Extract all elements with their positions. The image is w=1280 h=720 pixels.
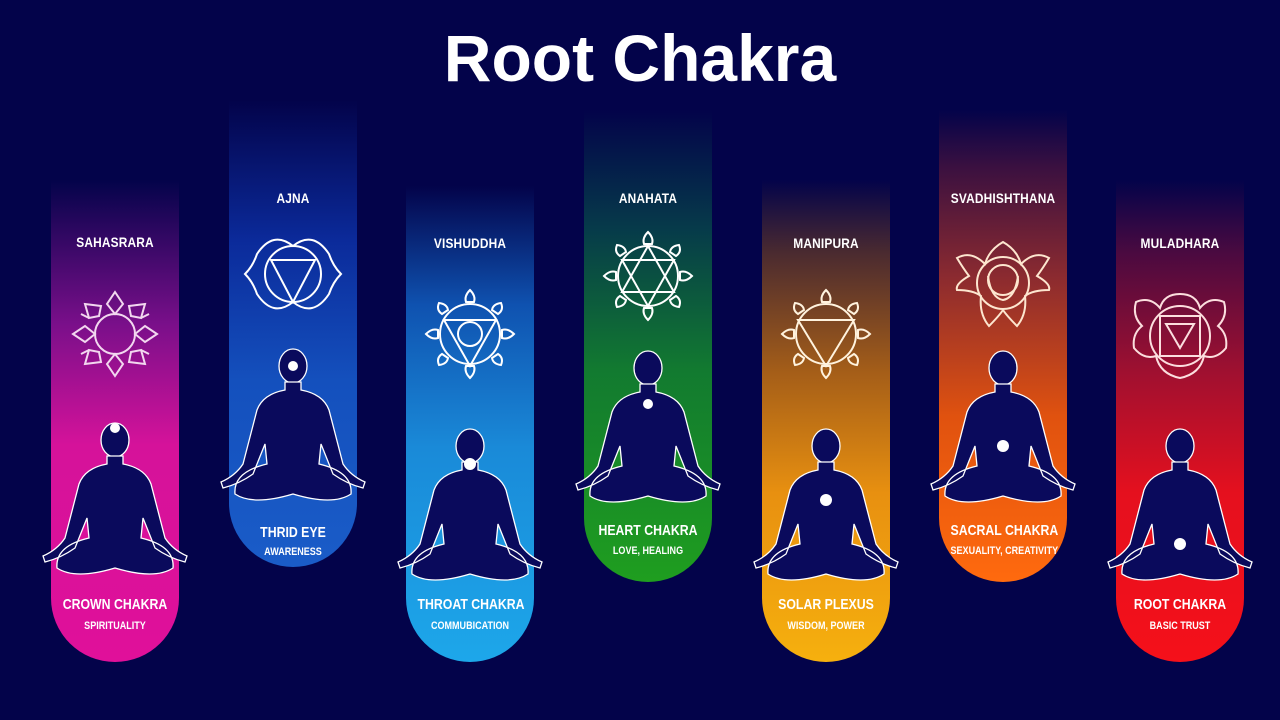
chakra-english-name: SOLAR PLEXUS — [778, 596, 874, 613]
chakra-column-throat: VISHUDDHA THROAT CHAKRA COMMUBICATION — [397, 186, 543, 662]
hexagram-lotus-icon — [602, 230, 694, 322]
chakra-column-crown: SAHASRARA CROWN CHAKRA SPIRITUALITY — [42, 180, 188, 662]
crescent-lotus-icon — [955, 240, 1051, 328]
chakra-column-root: MULADHARA ROOT CHAKRA BASIC TRUST — [1107, 180, 1253, 662]
meditating-figure-icon — [575, 350, 721, 503]
chakra-column-sacral: SVADHISHTHANA SACRAL CHAKRA SEXUALITY, C… — [930, 110, 1076, 582]
page-title: Root Chakra — [443, 21, 837, 95]
chakra-english-name: THROAT CHAKRA — [417, 596, 525, 613]
chakra-meaning: SPIRITUALITY — [84, 620, 146, 632]
meditating-figure-icon — [220, 348, 366, 501]
meditating-figure-icon — [753, 428, 899, 581]
chakra-sanskrit-name: ANAHATA — [618, 190, 678, 206]
chakra-english-name: THRID EYE — [260, 524, 326, 541]
square-lotus-icon — [1132, 292, 1228, 380]
chakra-sanskrit-name: VISHUDDHA — [433, 235, 507, 251]
sixteen-petal-lotus-icon — [424, 288, 516, 380]
meditating-figure-icon — [397, 428, 543, 581]
chakra-meaning: SEXUALITY, CREATIVITY — [950, 545, 1059, 557]
chakra-sanskrit-name: MANIPURA — [793, 235, 859, 251]
chakra-meaning: AWARENESS — [264, 546, 322, 558]
chakra-english-name: ROOT CHAKRA — [1133, 596, 1227, 613]
chakra-meaning: WISDOM, POWER — [787, 620, 865, 632]
ten-petal-lotus-icon — [780, 288, 872, 380]
two-petal-lotus-icon — [243, 238, 343, 310]
chakra-meaning: LOVE, HEALING — [612, 545, 684, 557]
chakra-english-name: HEART CHAKRA — [598, 522, 698, 539]
meditating-figure-icon — [930, 350, 1076, 503]
meditating-figure-icon — [42, 422, 188, 575]
chakra-english-name: CROWN CHAKRA — [62, 596, 168, 613]
chakra-column-third-eye: AJNA THRID EYE AWARENESS — [220, 100, 366, 567]
chakra-meaning: COMMUBICATION — [430, 620, 510, 632]
chakra-sanskrit-name: SVADHISHTHANA — [950, 190, 1056, 206]
meditating-figure-icon — [1107, 428, 1253, 581]
chakra-sanskrit-name: MULADHARA — [1140, 235, 1220, 251]
chakra-column-heart: ANAHATA HEART CHAKRA LOVE, HEALING — [575, 110, 721, 582]
chakra-sanskrit-name: SAHASRARA — [76, 234, 154, 250]
chakra-column-solar-plexus: MANIPURA SOLAR PLEXUS WISDOM, POWER — [753, 180, 899, 662]
chakra-sanskrit-name: AJNA — [276, 190, 310, 206]
chakra-english-name: SACRAL CHAKRA — [950, 522, 1059, 539]
chakra-meaning: BASIC TRUST — [1149, 620, 1211, 632]
thousand-petal-lotus-icon — [71, 290, 159, 378]
